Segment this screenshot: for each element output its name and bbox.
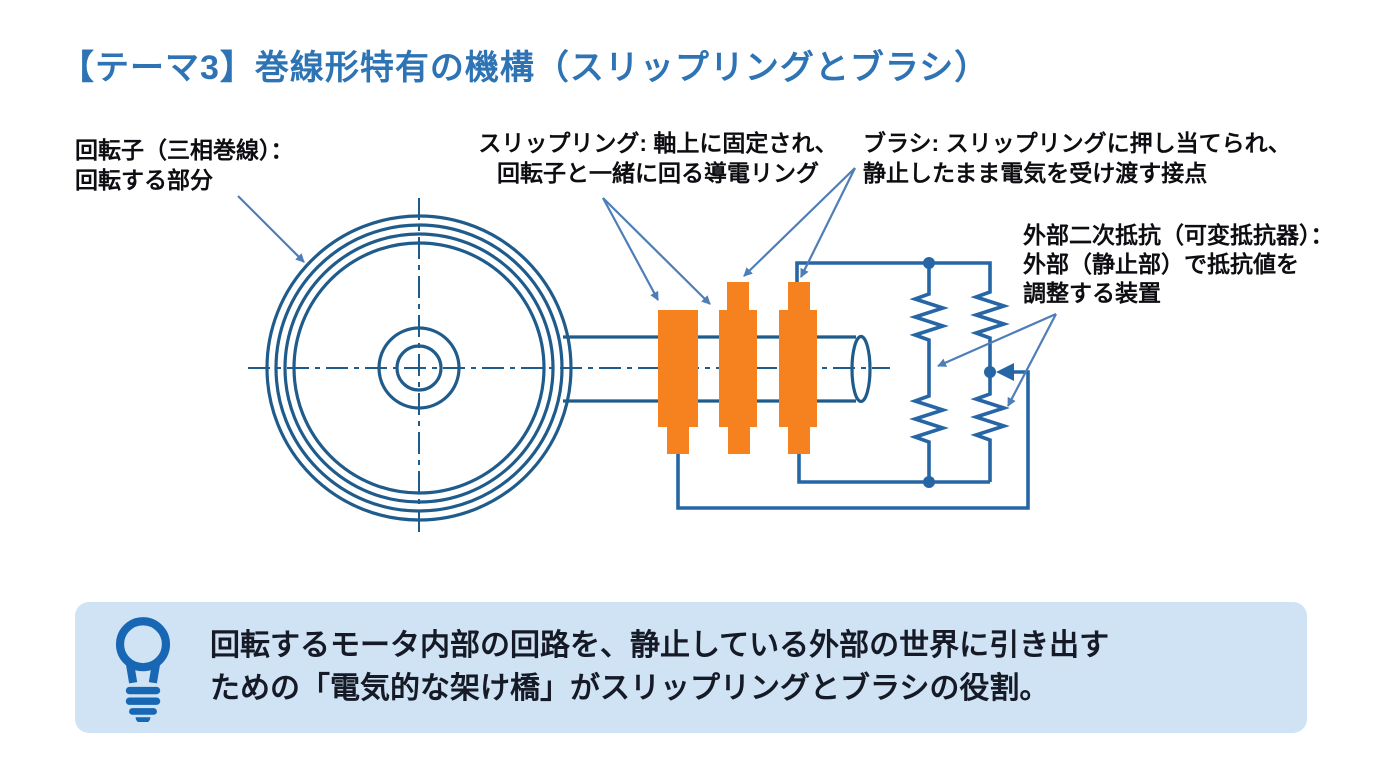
key-point-callout: 回転するモータ内部の回路を、静止している外部の世界に引き出す ための「電気的な架… [75, 602, 1307, 733]
label-rotor-line1: 回転子（三相巻線）： [75, 137, 294, 163]
junction-dot-top [923, 257, 935, 269]
rotor-ring-2 [274, 223, 564, 513]
arrow-brush-2 [800, 167, 856, 278]
brush-bottom-2 [728, 427, 750, 454]
motor-diagram [237, 167, 1057, 538]
resistor-1-top [913, 288, 945, 352]
wire-top-rail [795, 261, 992, 288]
label-slip-ring: スリップリング: 軸上に固定され、 回転子と一緒に回る導電リング [453, 128, 863, 189]
arrow-brush-1 [743, 167, 856, 277]
bulb-base-bar-2 [125, 697, 160, 705]
arrow-resistor-2 [1007, 313, 1057, 407]
bulb-base-bar-1 [125, 686, 160, 694]
arrow-resistor-1 [937, 312, 1057, 368]
label-external-resistor: 外部二次抵抗（可変抵抗器）： 外部（静止部）で抵抗値を 調整する装置 [1023, 221, 1334, 308]
label-brush-line2: 静止したまま電気を受け渡す接点 [863, 160, 1208, 187]
key-point-text: 回転するモータ内部の回路を、静止している外部の世界に引き出す ための「電気的な架… [210, 625, 1307, 710]
label-external-resistor-line2: 外部（静止部）で抵抗値を [1023, 250, 1299, 277]
tap-arrowhead [996, 363, 1014, 381]
shaft-end-cap [850, 334, 872, 404]
bulb-base-bar-3 [128, 707, 157, 715]
wire-variable-tap [676, 370, 1030, 510]
rotor-circles [265, 214, 573, 522]
brush-bottom-3 [788, 427, 810, 454]
junction-dot-tap [984, 366, 996, 378]
lightbulb-icon [75, 614, 210, 722]
bulb-base-cap [135, 716, 150, 722]
bulb-globe [115, 616, 170, 671]
annotation-arrows [237, 167, 1057, 407]
rotor-hub-inner [395, 344, 443, 392]
bulb-neck-left [125, 661, 137, 683]
label-slip-ring-line2: 回転子と一緒に回る導電リング [497, 160, 819, 187]
rotor-ring-outer [265, 214, 573, 522]
slide-title: 【テーマ3】巻線形特有の機構（スリップリングとブラシ） [60, 49, 990, 87]
label-external-resistor-line3: 調整する装置 [1023, 279, 1161, 306]
key-point-line2: ための「電気的な架け橋」がスリップリングとブラシの役割。 [210, 671, 1050, 705]
label-rotor: 回転子（三相巻線）： 回転する部分 [75, 135, 294, 196]
arrow-slipring-2 [602, 197, 711, 305]
rotor-hub-outer [377, 326, 461, 410]
label-brush: ブラシ: スリップリングに押し当てられ、 静止したまま電気を受け渡す接点 [863, 128, 1291, 189]
rotor-ring-4 [292, 241, 546, 495]
key-point-line1: 回転するモータ内部の回路を、静止している外部の世界に引き出す [210, 628, 1110, 662]
bulb-base [125, 686, 160, 722]
label-external-resistor-line1: 外部二次抵抗（可変抵抗器）： [1023, 222, 1334, 248]
junction-dots [923, 257, 1014, 488]
label-slip-ring-line1: スリップリング: 軸上に固定され、 [478, 130, 838, 156]
slip-ring-3 [779, 310, 817, 427]
wire-bottom-rail [797, 454, 990, 484]
resistor-1-bottom [913, 390, 945, 454]
arrow-slipring-1 [602, 197, 659, 301]
slip-ring-1 [658, 310, 698, 427]
slip-rings-and-brushes [658, 282, 817, 454]
slip-ring-2 [719, 310, 757, 427]
label-rotor-line2: 回転する部分 [75, 167, 213, 194]
resistor-2-bottom [974, 388, 1006, 452]
brush-bottom-1 [667, 427, 689, 454]
brush-top-3 [788, 282, 810, 311]
bulb-neck-right [148, 661, 160, 683]
lightbulb-icon-svg [115, 616, 170, 722]
rotor-ring-3 [283, 232, 555, 504]
brush-top-2 [727, 282, 749, 311]
arrow-rotor [237, 195, 305, 263]
label-brush-line1: ブラシ: スリップリングに押し当てられ、 [863, 130, 1291, 156]
junction-dot-bottom [923, 476, 935, 488]
